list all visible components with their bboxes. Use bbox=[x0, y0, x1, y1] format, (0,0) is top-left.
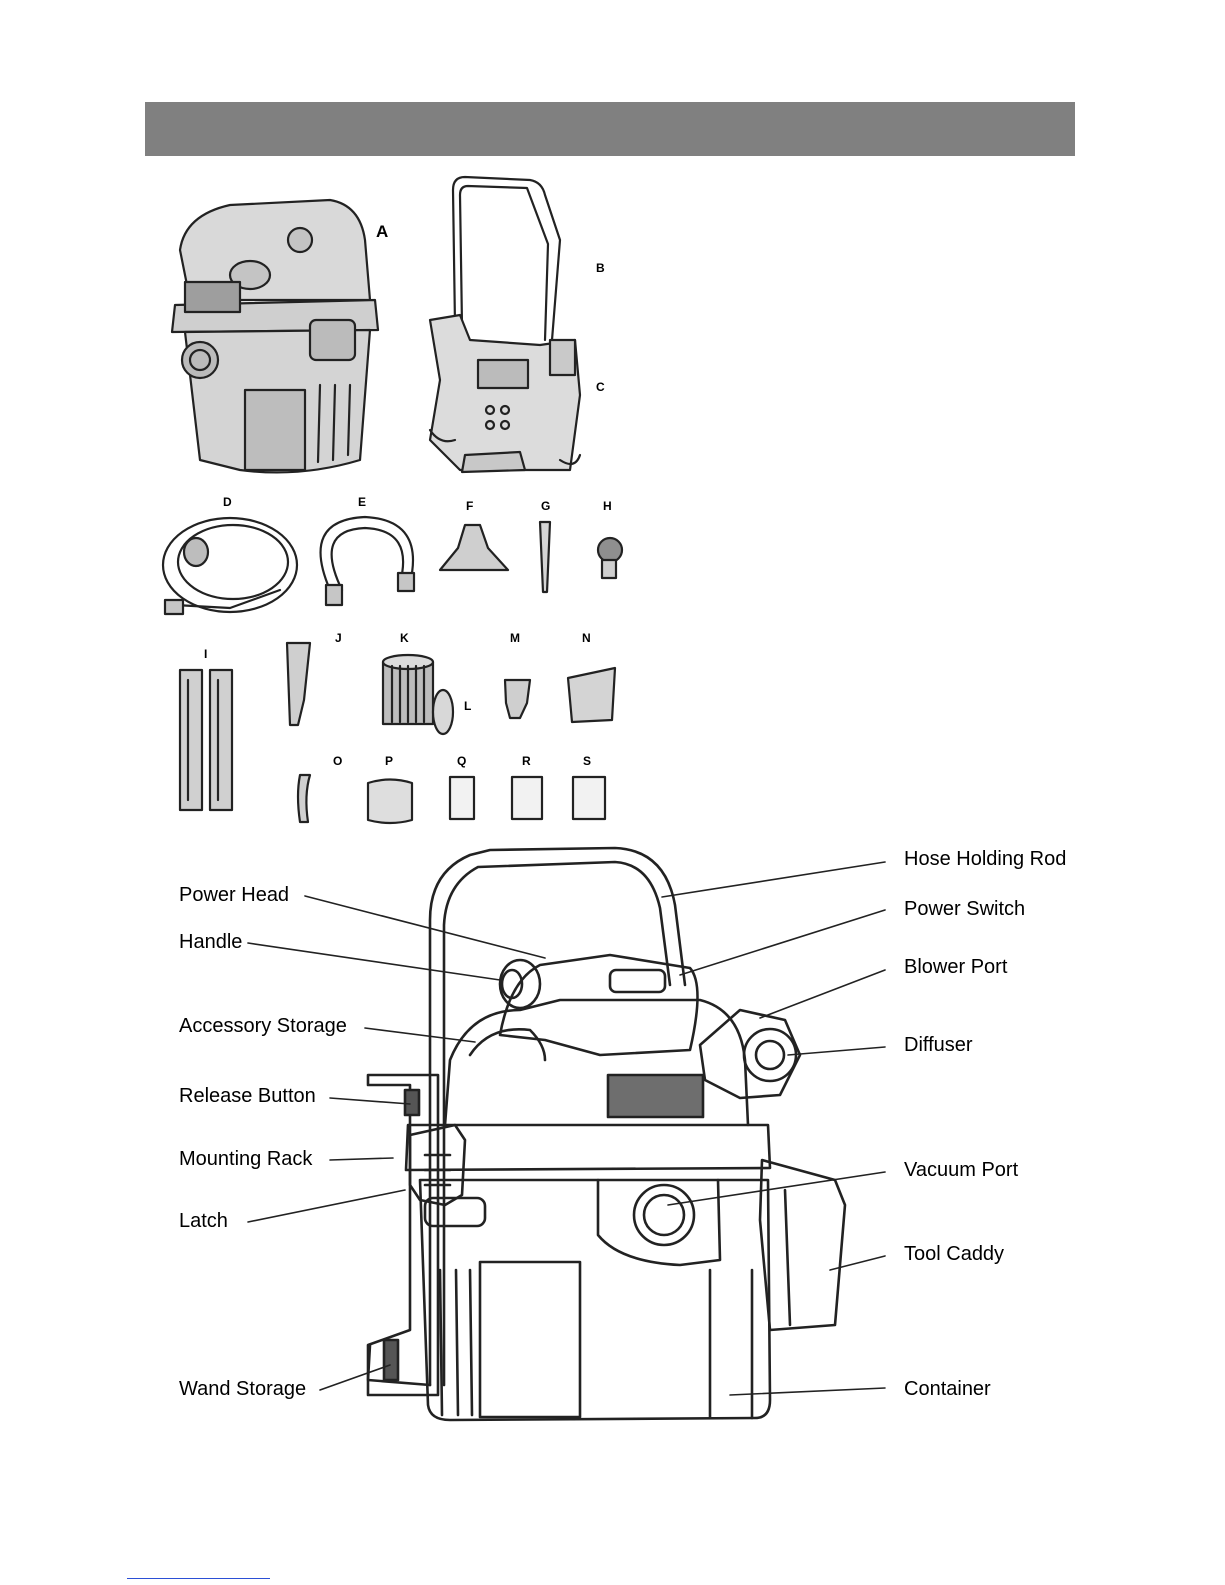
part-label-d: D bbox=[223, 496, 232, 508]
callout-latch: Latch bbox=[179, 1210, 228, 1232]
part-label-c: C bbox=[596, 381, 605, 393]
long-hose-illustration bbox=[163, 518, 297, 614]
adapter-illustration bbox=[505, 680, 530, 718]
callout-vacuum-port: Vacuum Port bbox=[904, 1159, 1018, 1181]
part-label-k: K bbox=[400, 632, 409, 644]
part-label-g: G bbox=[541, 500, 550, 512]
part-label-a: A bbox=[376, 226, 388, 238]
callout-handle: Handle bbox=[179, 931, 242, 953]
part-label-m: M bbox=[510, 632, 520, 644]
part-label-i: I bbox=[204, 648, 207, 660]
crevice-tool-illustration bbox=[540, 522, 550, 592]
cartridge-filter-illustration bbox=[383, 655, 453, 734]
part-label-h: H bbox=[603, 500, 612, 512]
part-label-l: L bbox=[464, 700, 471, 712]
extension-wands-illustration bbox=[180, 670, 232, 810]
floor-nozzle-illustration bbox=[440, 525, 508, 570]
callout-accessory-storage: Accessory Storage bbox=[179, 1015, 347, 1037]
part-label-p: P bbox=[385, 755, 393, 767]
mounting-rack-illustration bbox=[430, 177, 580, 472]
callout-power-head: Power Head bbox=[179, 884, 289, 906]
callout-diffuser: Diffuser bbox=[904, 1034, 973, 1056]
tool-caddy-illustration bbox=[568, 668, 615, 722]
utility-nozzle-illustration bbox=[287, 643, 310, 725]
short-hose-illustration bbox=[321, 517, 414, 605]
vacuum-unit-illustration bbox=[172, 200, 378, 472]
screws-pack-illustration bbox=[450, 777, 474, 819]
callout-release-button: Release Button bbox=[179, 1085, 316, 1107]
part-label-f: F bbox=[466, 500, 473, 512]
callout-tool-caddy: Tool Caddy bbox=[904, 1243, 1004, 1265]
part-label-j: J bbox=[335, 632, 342, 644]
callout-container: Container bbox=[904, 1378, 991, 1400]
foam-sleeve-illustration bbox=[368, 780, 412, 824]
part-label-s: S bbox=[583, 755, 591, 767]
curved-elbow-illustration bbox=[298, 775, 310, 822]
callout-power-switch: Power Switch bbox=[904, 898, 1025, 920]
part-label-e: E bbox=[358, 496, 366, 508]
manual-illustration bbox=[573, 777, 605, 819]
anchors-pack-illustration bbox=[512, 777, 542, 819]
part-label-r: R bbox=[522, 755, 531, 767]
callout-wand-storage: Wand Storage bbox=[179, 1378, 306, 1400]
part-label-o: O bbox=[333, 755, 342, 767]
part-label-b: B bbox=[596, 262, 605, 274]
brush-tool-illustration bbox=[598, 538, 622, 578]
callout-blower-port: Blower Port bbox=[904, 956, 1007, 978]
footer-link-rule bbox=[127, 1578, 270, 1579]
callout-hose-holding-rod: Hose Holding Rod bbox=[904, 848, 1066, 870]
callout-mounting-rack: Mounting Rack bbox=[179, 1148, 312, 1170]
assembled-vacuum-illustration bbox=[368, 848, 845, 1420]
part-label-n: N bbox=[582, 632, 591, 644]
part-label-q: Q bbox=[457, 755, 466, 767]
